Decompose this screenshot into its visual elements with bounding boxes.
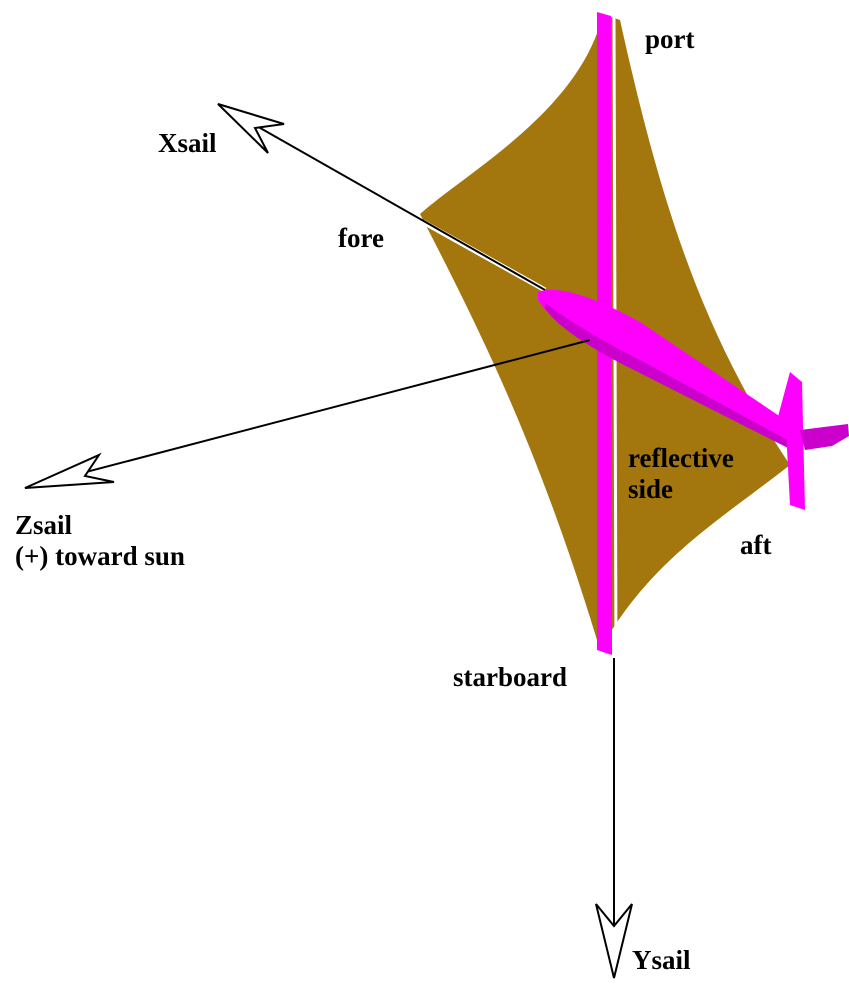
label-port: port <box>645 24 695 54</box>
fuselage <box>538 289 849 510</box>
tail-rudder <box>800 424 849 450</box>
label-zsail-line1: Zsail <box>15 510 73 540</box>
label-reflective-line2: side <box>628 474 674 505</box>
label-ysail: Ysail <box>632 945 691 975</box>
label-starboard: starboard <box>453 662 567 692</box>
fuselage-shade <box>545 303 795 450</box>
ysail-arrowhead <box>595 903 633 979</box>
tail-fin <box>776 372 805 510</box>
label-fore: fore <box>338 223 384 253</box>
zsail-axis-line <box>24 339 591 489</box>
xsail-arrowhead <box>217 103 285 154</box>
label-aft: aft <box>740 530 772 560</box>
fuselage-body <box>538 289 803 448</box>
label-zsail-line2: (+) toward sun <box>15 541 185 572</box>
xsail-axis-line <box>217 103 546 291</box>
label-xsail: Xsail <box>158 128 217 158</box>
label-reflective-side: reflective side <box>628 443 734 505</box>
label-zsail: Zsail (+) toward sun <box>15 510 185 572</box>
label-reflective-line1: reflective <box>628 443 734 473</box>
zsail-arrowhead <box>24 452 115 489</box>
